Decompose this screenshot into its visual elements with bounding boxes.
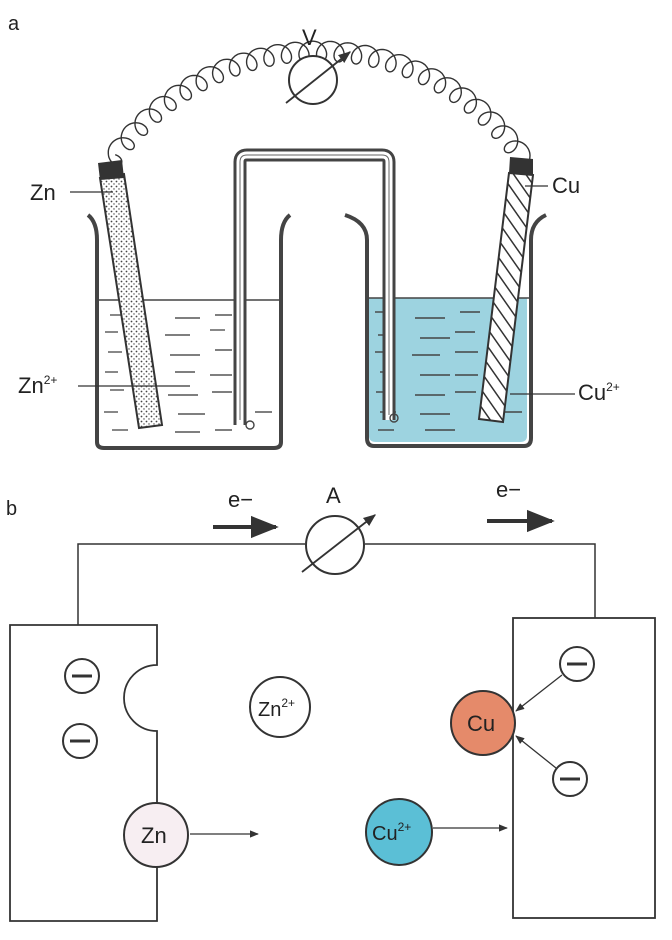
electron-to-cu-arrow — [515, 674, 563, 712]
salt-bridge — [233, 148, 399, 430]
cu-ion-label: Cu2+ — [578, 380, 620, 405]
cu-electrode — [477, 157, 535, 424]
zn-atom-circle: Zn — [123, 802, 189, 868]
zn-beaker — [86, 213, 292, 450]
zn-solution-lines — [104, 314, 272, 433]
cu-atom-circle: Cu — [450, 690, 516, 756]
zn-ion-label: Zn2+ — [18, 373, 57, 398]
zn-plate — [9, 624, 158, 922]
electron-icon — [64, 658, 100, 694]
panel-b-letter: b — [6, 498, 17, 520]
cu-electrode-label: Cu — [552, 173, 580, 198]
cu-ion-circle: Cu2+ — [365, 798, 433, 866]
svg-text:Zn2+: Zn2+ — [258, 696, 295, 721]
ammeter-label: A — [326, 483, 341, 508]
electron-to-cu-arrow — [515, 735, 557, 769]
zn-electrode-label: Zn — [30, 180, 56, 205]
svg-text:Zn: Zn — [141, 823, 167, 848]
panel-a-letter: a — [8, 13, 20, 35]
svg-text:Cu2+: Cu2+ — [372, 820, 411, 845]
bridge-plug-left — [245, 420, 255, 430]
electron-icon — [552, 761, 588, 797]
electron-label-right: e− — [496, 477, 521, 502]
zn-ion-circle: Zn2+ — [249, 676, 311, 738]
zn-electrode — [98, 160, 164, 430]
coiled-wire — [107, 40, 531, 166]
ammeter: A — [301, 483, 376, 575]
svg-text:Cu: Cu — [467, 711, 495, 736]
panel-b: b A e− e− — [6, 477, 656, 922]
electron-icon — [559, 646, 595, 682]
circuit-wire-right — [365, 543, 596, 618]
voltmeter: V — [285, 25, 351, 105]
electron-icon — [62, 723, 98, 759]
circuit-wire-left — [77, 543, 305, 625]
voltmeter-label: V — [302, 25, 317, 50]
bridge-plug-right — [389, 413, 399, 423]
electron-label-left: e− — [228, 487, 253, 512]
panel-a: a V — [8, 13, 620, 450]
